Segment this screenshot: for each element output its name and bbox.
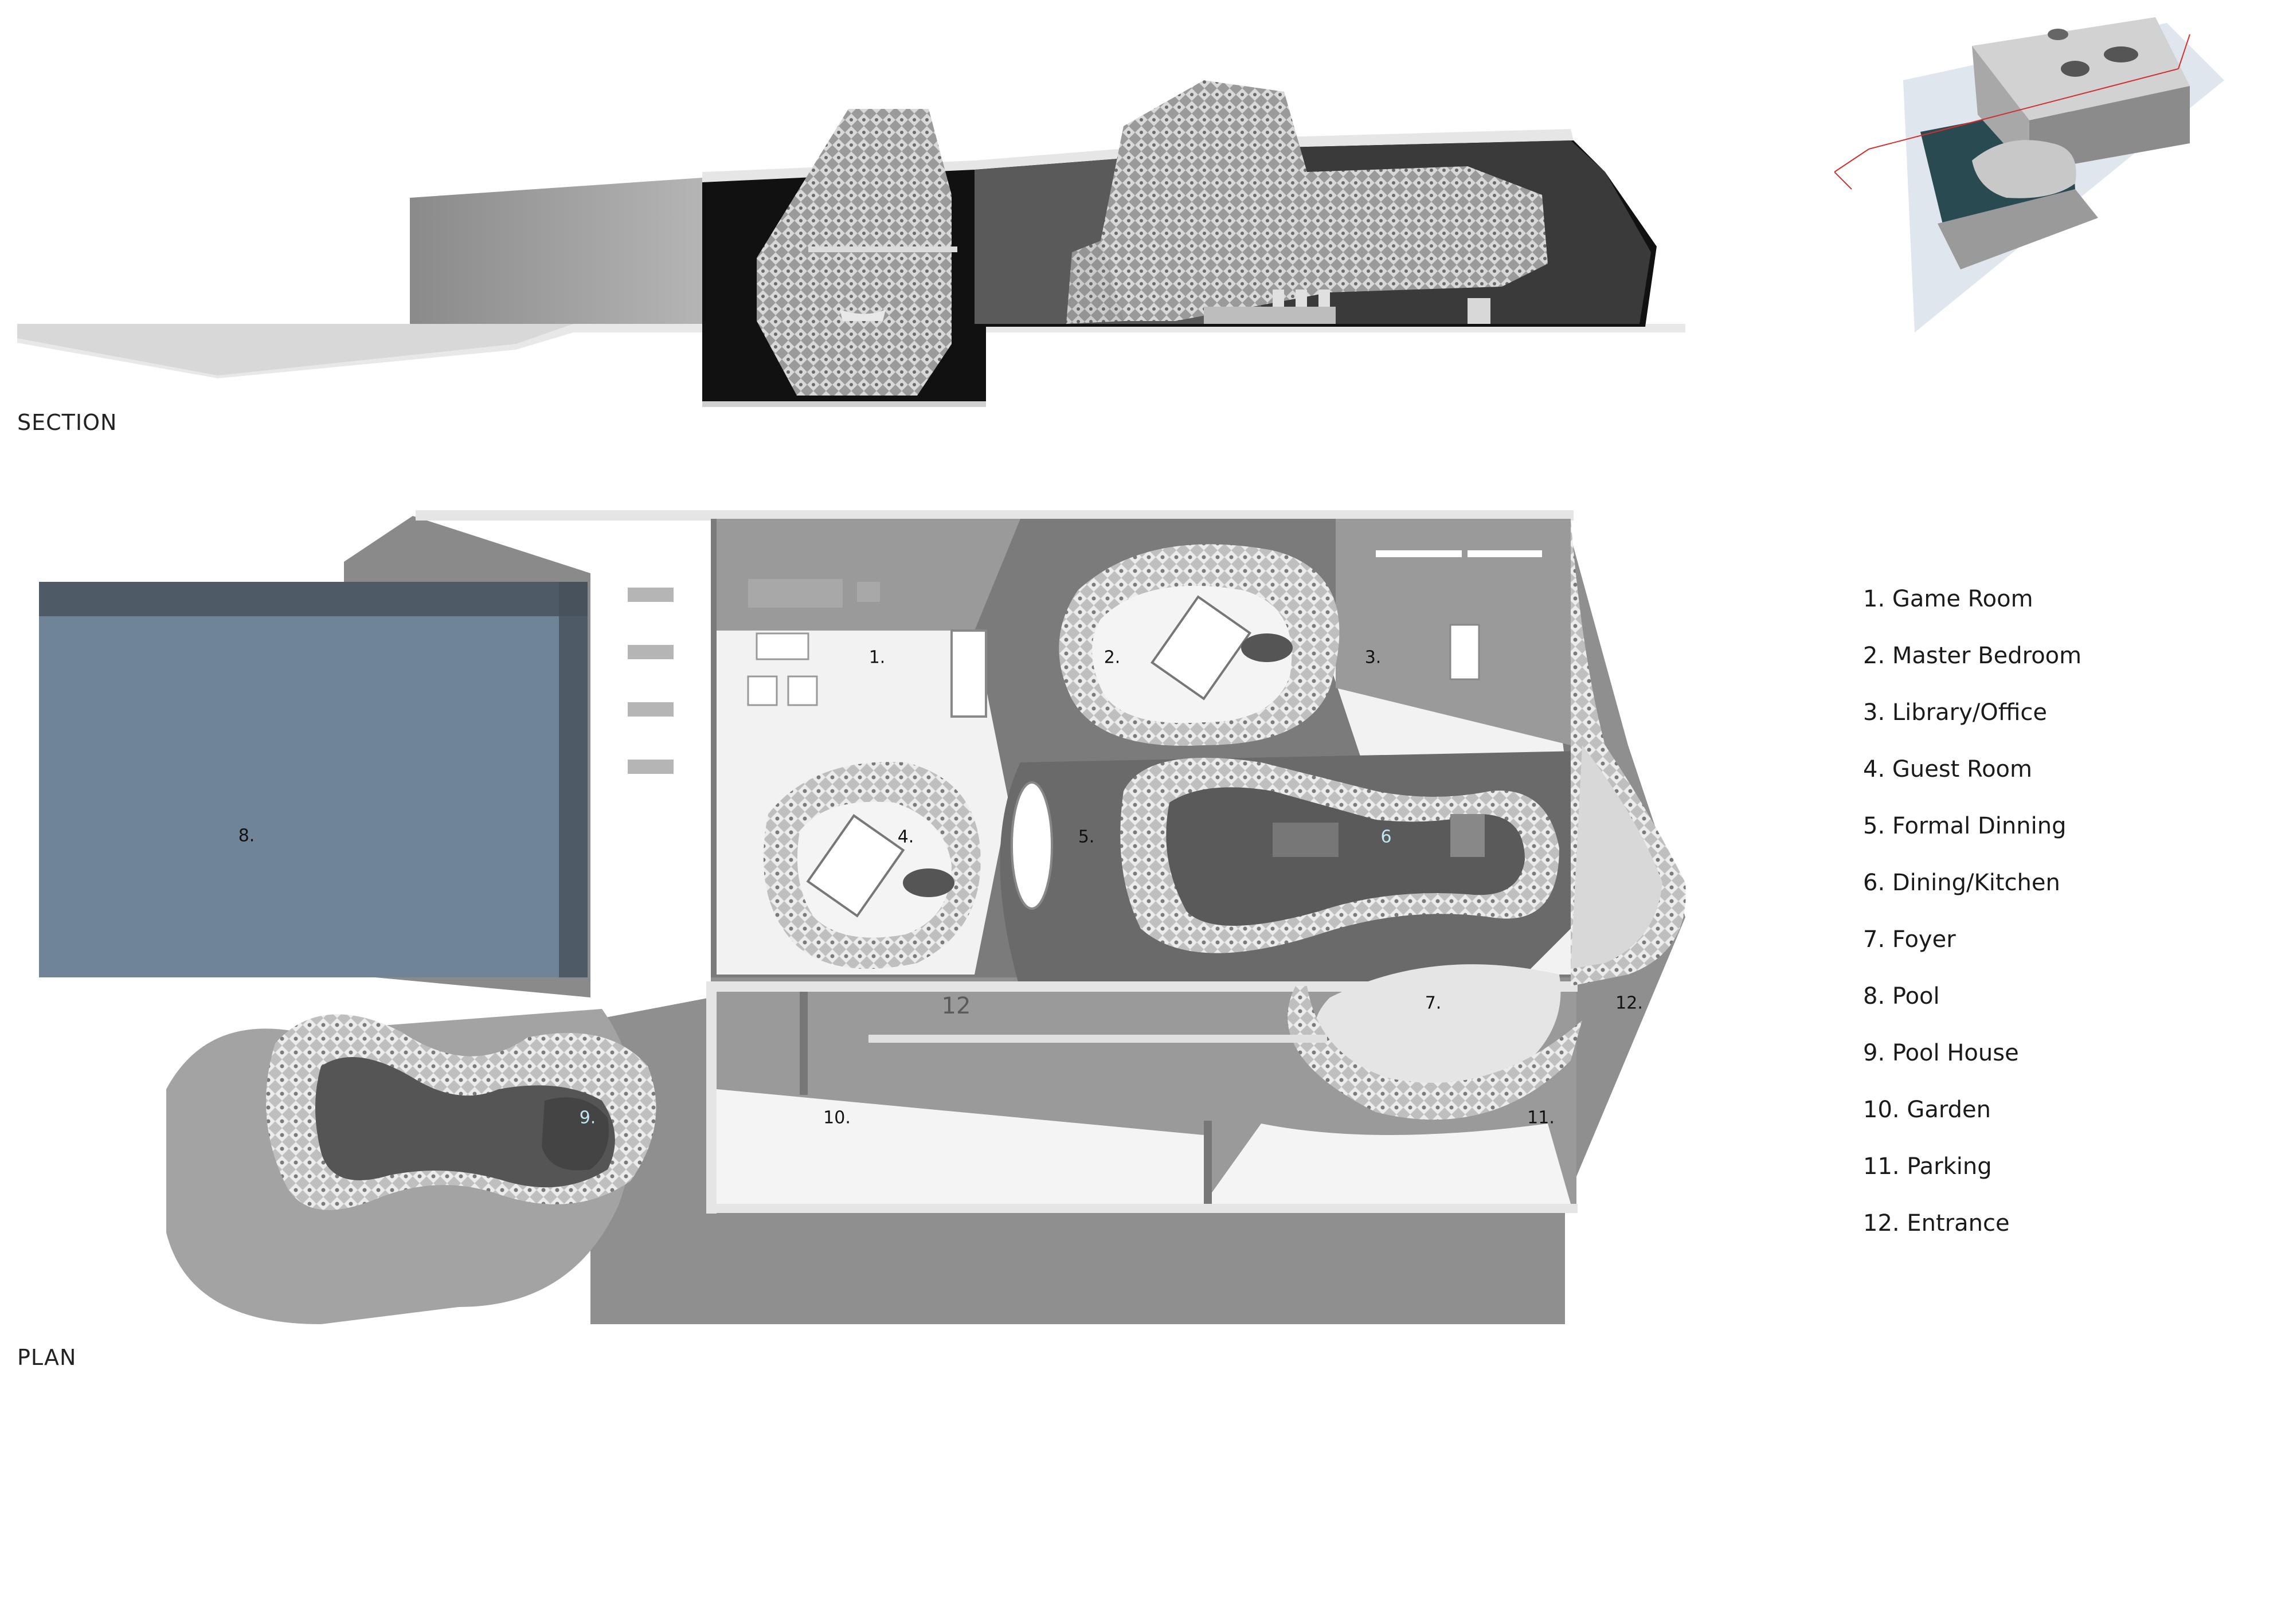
legend-item: 12. Entrance bbox=[1863, 1210, 2010, 1236]
bed-icon bbox=[1151, 595, 1251, 701]
label-guest-room: 4. bbox=[897, 827, 914, 847]
sofa-icon bbox=[748, 579, 843, 608]
label-pool-house: 9. bbox=[579, 1108, 596, 1128]
section-caption: SECTION bbox=[17, 410, 118, 435]
legend-item: 10. Garden bbox=[1863, 1097, 1991, 1123]
label-game-room: 1. bbox=[868, 647, 886, 668]
label-foyer: 7. bbox=[1425, 993, 1442, 1013]
pool-table-icon bbox=[950, 629, 987, 718]
label-formal-dining: 5. bbox=[1078, 827, 1095, 847]
legend-item: 6. Dining/Kitchen bbox=[1863, 870, 2060, 896]
label-parking: 11. bbox=[1527, 1108, 1555, 1128]
label-garden: 10. bbox=[823, 1108, 851, 1128]
label-entrance-faint: 12 bbox=[941, 993, 971, 1019]
desk-icon bbox=[1449, 624, 1480, 680]
dining-table-icon bbox=[1011, 781, 1053, 910]
room-legend: 1. Game Room 2. Master Bedroom 3. Librar… bbox=[1863, 579, 2264, 1260]
legend-item: 3. Library/Office bbox=[1863, 699, 2047, 726]
legend-item: 8. Pool bbox=[1863, 983, 1940, 1009]
axonometric-thumbnail bbox=[1834, 17, 2224, 332]
legend-item: 11. Parking bbox=[1863, 1153, 1992, 1180]
plan-drawing bbox=[39, 510, 1686, 1324]
label-master-bedroom: 2. bbox=[1104, 647, 1121, 668]
section-drawing bbox=[17, 80, 1685, 407]
label-library: 3. bbox=[1364, 647, 1382, 668]
label-pool: 8. bbox=[238, 825, 255, 846]
label-entrance: 12. bbox=[1615, 993, 1643, 1013]
legend-item: 2. Master Bedroom bbox=[1863, 643, 2082, 669]
legend-item: 9. Pool House bbox=[1863, 1040, 2019, 1066]
legend-item: 1. Game Room bbox=[1863, 586, 2033, 612]
legend-item: 7. Foyer bbox=[1863, 926, 1956, 953]
plan-caption: PLAN bbox=[17, 1345, 77, 1370]
legend-item: 4. Guest Room bbox=[1863, 756, 2032, 782]
label-dining-kitchen: 6 bbox=[1380, 827, 1392, 847]
legend-item: 5. Formal Dinning bbox=[1863, 813, 2067, 839]
bed-icon-guest bbox=[806, 814, 905, 918]
